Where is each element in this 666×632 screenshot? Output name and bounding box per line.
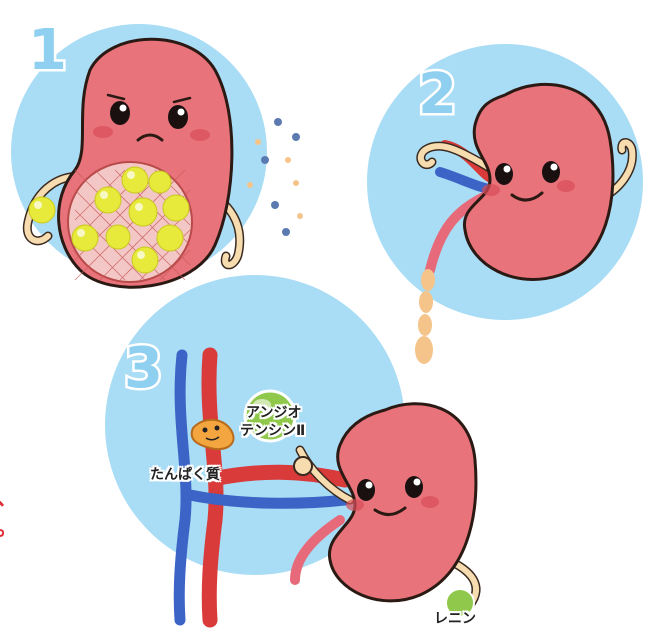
protein-label: たんぱく質 (150, 464, 220, 484)
angiotensin-label-line1: アンジオ (246, 402, 301, 422)
panel-number-2: 2 (418, 62, 457, 127)
panel-number-1: 1 (28, 18, 67, 83)
angiotensin-label-line2: テンシンⅡ (240, 420, 305, 440)
edge-period: 。 (0, 510, 18, 542)
panel-number-3: 3 (124, 336, 163, 401)
renin-label: レニン (434, 608, 476, 628)
edge-comma: 、 (0, 480, 18, 512)
